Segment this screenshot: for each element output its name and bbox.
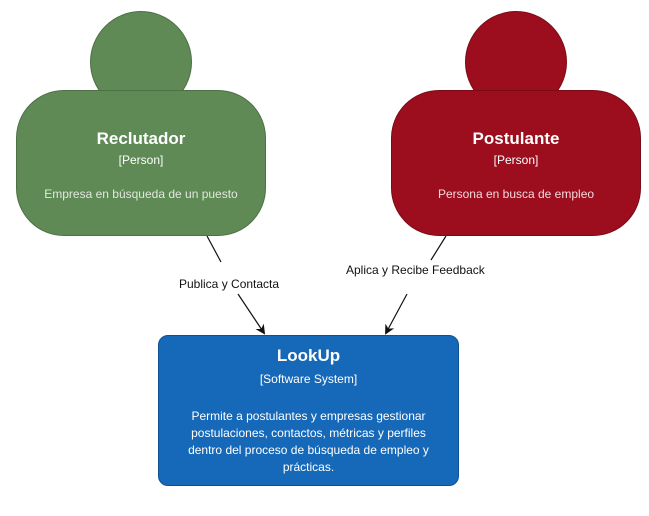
lookup-title: LookUp (276, 346, 341, 365)
postulante-person[interactable]: Postulante [Person] Persona en busca de … (391, 90, 641, 236)
reclutador-type: [Person] (118, 153, 164, 167)
postulante-title: Postulante (472, 129, 560, 148)
edge-label-aplica-feedback: Aplica y Recibe Feedback (346, 263, 485, 277)
edge-reclutador-lookup-upper (206, 235, 222, 263)
edge-postulante-lookup-lower (385, 293, 408, 335)
edge-label-publica-contacta: Publica y Contacta (179, 277, 280, 291)
lookup-description: Permite a postulantes y empresas gestion… (188, 409, 429, 474)
reclutador-person[interactable]: Reclutador [Person] Empresa en búsqueda … (16, 90, 266, 236)
lookup-software-system[interactable]: LookUp [Software System] Permite a postu… (158, 335, 459, 486)
lookup-type: [Software System] (259, 372, 358, 386)
edge-postulante-lookup-upper (430, 235, 447, 261)
postulante-description: Persona en busca de empleo (437, 187, 595, 201)
postulante-type: [Person] (493, 153, 539, 167)
edge-reclutador-lookup-lower (237, 293, 266, 335)
reclutador-title: Reclutador (96, 129, 186, 148)
reclutador-description: Empresa en búsqueda de un puesto (44, 187, 238, 201)
